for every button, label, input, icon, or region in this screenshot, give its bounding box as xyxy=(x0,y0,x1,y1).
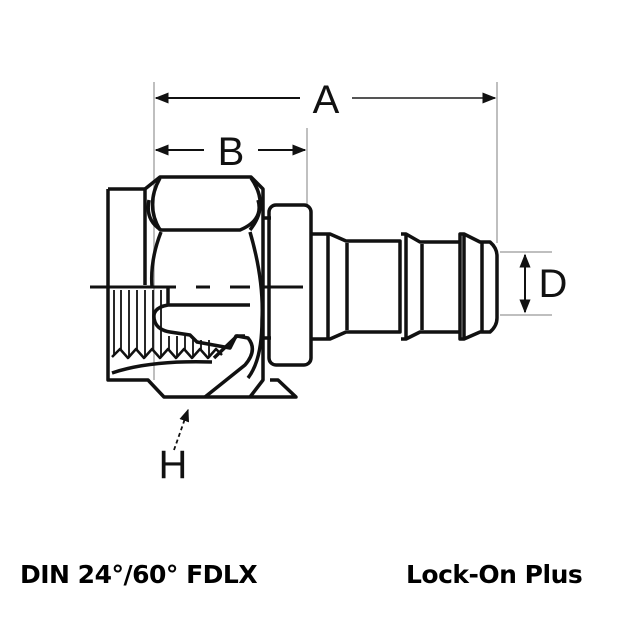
fitting-body xyxy=(106,175,499,399)
dimension-a-label: A xyxy=(313,78,340,122)
dimension-b-label: B xyxy=(218,130,245,174)
extension-lines xyxy=(153,82,552,380)
dimension-d: D xyxy=(519,253,568,314)
dimension-h: H xyxy=(159,408,190,487)
product-caption: Lock-On Plus xyxy=(406,560,583,589)
dimension-d-label: D xyxy=(539,262,568,306)
threaded-sleeve xyxy=(106,187,298,399)
standard-caption: DIN 24°/60° FDLX xyxy=(20,560,258,589)
hose-barb xyxy=(311,232,402,341)
dimension-a: A xyxy=(154,78,497,122)
dimension-h-label: H xyxy=(159,443,188,487)
dimension-b: B xyxy=(154,130,307,174)
